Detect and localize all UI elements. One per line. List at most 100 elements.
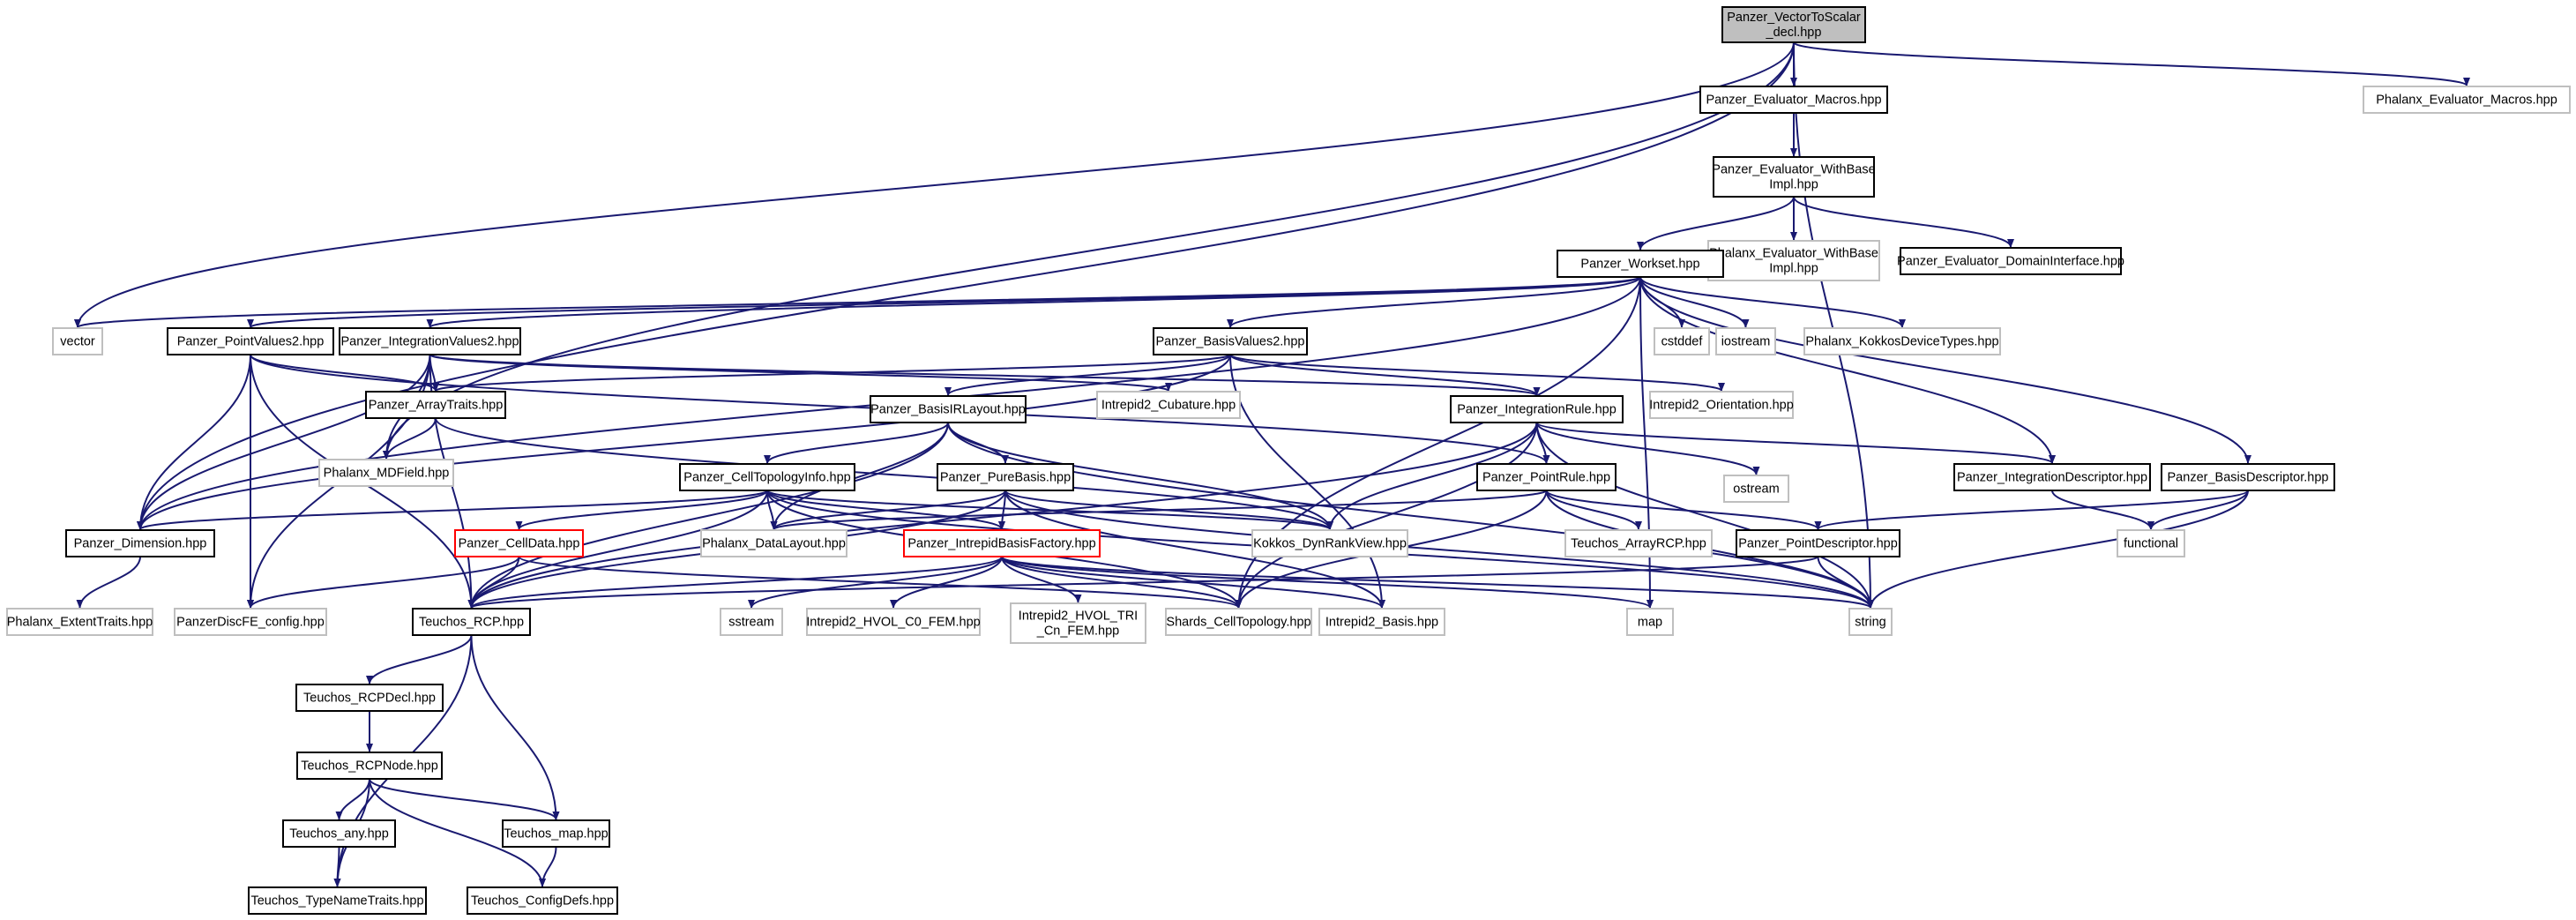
edge-intrepidfactory-to-string [1001,556,1874,609]
node-pointdescriptor[interactable]: Panzer_PointDescriptor.hpp [1736,529,1900,557]
edge-basisdescriptor-to-pointdescriptor [1814,490,2249,530]
node-celltopoinfo[interactable]: Panzer_CellTopologyInfo.hpp [679,463,855,491]
node-label-withbase-1: Impl.hpp [1769,178,1818,192]
edge-line-basisirlayout-to-purebasis [947,422,1009,464]
node-intrepidfactory[interactable]: Panzer_IntrepidBasisFactory.hpp [903,529,1101,557]
node-basisvalues2[interactable]: Panzer_BasisValues2.hpp [1153,327,1308,355]
node-discfeconfig: PanzerDiscFE_config.hpp [174,608,327,636]
node-box-hvolc0 [806,608,981,636]
node-box-arrayrcp [1564,529,1713,557]
edge-line-workset-to-basisdescriptor [1639,276,2251,464]
node-box-typenametraits [248,886,427,915]
edge-workset-to-map [1639,276,1654,609]
edge-line-intvalues2-to-dimension [137,354,431,530]
node-box-string [1848,608,1893,636]
edge-line-arraytraits-to-mdfield [383,417,437,460]
node-root[interactable]: Panzer_VectorToScalar_decl.hpp [1721,6,1866,43]
edge-intrule-to-string [1535,422,1874,609]
node-box-teuchosmap [502,819,610,848]
edge-celltopoinfo-to-dimension [137,490,768,530]
node-label-phxevalmacros-0: Phalanx_Evaluator_Macros.hpp [2376,93,2557,108]
node-basisirlayout[interactable]: Panzer_BasisIRLayout.hpp [870,395,1027,423]
node-evalmacros[interactable]: Panzer_Evaluator_Macros.hpp [1699,86,1888,114]
edge-line-basisirlayout-to-string [947,422,1874,609]
edge-withbase-to-workset [1637,196,1795,251]
node-label-extenttraits-0: Phalanx_ExtentTraits.hpp [7,616,153,630]
node-rcp[interactable]: Teuchos_RCP.hpp [412,608,531,636]
edge-intrule-to-ostream [1535,422,1760,475]
edge-intrule-to-intdescriptor [1535,422,2056,464]
edge-root-to-mdfield [383,41,1795,460]
node-any[interactable]: Teuchos_any.hpp [282,819,396,848]
node-box-any [282,819,396,848]
node-teuchosmap[interactable]: Teuchos_map.hpp [502,819,610,848]
node-intdescriptor[interactable]: Panzer_IntegrationDescriptor.hpp [1953,463,2151,491]
edge-line-pointvalues2-to-dimension [137,354,251,530]
node-mdfield: Phalanx_MDField.hpp [318,459,454,487]
edge-basisirlayout-to-dynrankview [947,422,1333,530]
edge-rcpnode-to-teuchosmap [369,778,560,820]
node-label-phxwithbase-1: Impl.hpp [1769,262,1818,276]
node-box-cubature [1096,391,1241,419]
edge-line-basisvalues2-to-arraytraits [432,354,1231,392]
node-celldata[interactable]: Panzer_CellData.hpp [454,529,584,557]
node-box-workset [1557,250,1724,278]
node-box-intdescriptor [1953,463,2151,491]
node-workset[interactable]: Panzer_Workset.hpp [1557,250,1724,278]
node-configdefs[interactable]: Teuchos_ConfigDefs.hpp [467,886,618,915]
node-intvalues2[interactable]: Panzer_IntegrationValues2.hpp [339,327,521,355]
edge-basisvalues2-to-arraytraits [432,354,1231,392]
edge-intdescriptor-to-functional [2051,490,2154,530]
edge-line-rcp-to-teuchosmap [470,634,560,820]
node-purebasis[interactable]: Panzer_PureBasis.hpp [937,463,1074,491]
node-box-cstddef [1654,327,1710,355]
node-box-purebasis [937,463,1074,491]
node-box-functional [2117,529,2185,557]
node-label-configdefs-0: Teuchos_ConfigDefs.hpp [471,894,614,909]
edge-line-intrepidfactory-to-sstream [748,556,1003,609]
node-domainiface[interactable]: Panzer_Evaluator_DomainInterface.hpp [1897,247,2124,275]
edge-workset-to-iostream [1639,276,1750,328]
node-dimension[interactable]: Panzer_Dimension.hpp [65,529,215,557]
node-label-withbase-0: Panzer_Evaluator_WithBase [1712,163,1875,177]
node-arraytraits[interactable]: Panzer_ArrayTraits.hpp [365,391,506,419]
edge-root-to-string [1793,41,1874,609]
edge-line-withbase-to-domainiface [1793,196,2014,248]
node-rcpnode[interactable]: Teuchos_RCPNode.hpp [296,752,443,780]
node-box-extenttraits [6,608,153,636]
edge-line-pointrule-to-arrayrcp [1545,490,1642,530]
node-cstddef: cstddef [1654,327,1710,355]
node-basisdescriptor[interactable]: Panzer_BasisDescriptor.hpp [2161,463,2335,491]
node-typenametraits[interactable]: Teuchos_TypeNameTraits.hpp [248,886,427,915]
node-box-intrepidfactory [903,529,1101,557]
node-label-workset-0: Panzer_Workset.hpp [1580,258,1699,272]
node-box-configdefs [467,886,618,915]
node-label-discfeconfig-0: PanzerDiscFE_config.hpp [176,616,325,630]
edge-line-pointdescriptor-to-rcp [468,556,1819,609]
node-label-cubature-0: Intrepid2_Cubature.hpp [1101,399,1236,413]
node-rcpdecl[interactable]: Teuchos_RCPDecl.hpp [295,684,444,712]
edge-workset-to-basisdescriptor [1639,276,2251,464]
node-box-vector [52,327,103,355]
node-pointrule[interactable]: Panzer_PointRule.hpp [1476,463,1617,491]
node-label-datalayout-0: Phalanx_DataLayout.hpp [702,537,846,551]
node-box-domainiface [1900,247,2122,275]
node-label-teuchosmap-0: Teuchos_map.hpp [504,827,609,841]
node-label-hvolc0-0: Intrepid2_HVOL_C0_FEM.hpp [806,616,980,630]
node-box-celltopoinfo [679,463,855,491]
edge-basisvalues2-to-orientation [1229,354,1725,392]
node-pointvalues2[interactable]: Panzer_PointValues2.hpp [167,327,334,355]
node-phxevalmacros: Phalanx_Evaluator_Macros.hpp [2363,86,2571,114]
edge-line-intdescriptor-to-functional [2051,490,2154,530]
node-intrule[interactable]: Panzer_IntegrationRule.hpp [1450,395,1624,423]
node-box-arraytraits [365,391,506,419]
edge-teuchosmap-to-configdefs [539,846,557,887]
edge-basisirlayout-to-celltopoinfo [764,422,949,464]
node-label-dynrankview-0: Kokkos_DynRankView.hpp [1253,537,1407,551]
node-label-rcp-0: Teuchos_RCP.hpp [419,616,524,630]
edge-pointrule-to-pointdescriptor [1545,490,1822,530]
node-label-hvoltri-0: Intrepid2_HVOL_TRI [1019,610,1138,624]
node-intrepid2basis: Intrepid2_Basis.hpp [1318,608,1445,636]
